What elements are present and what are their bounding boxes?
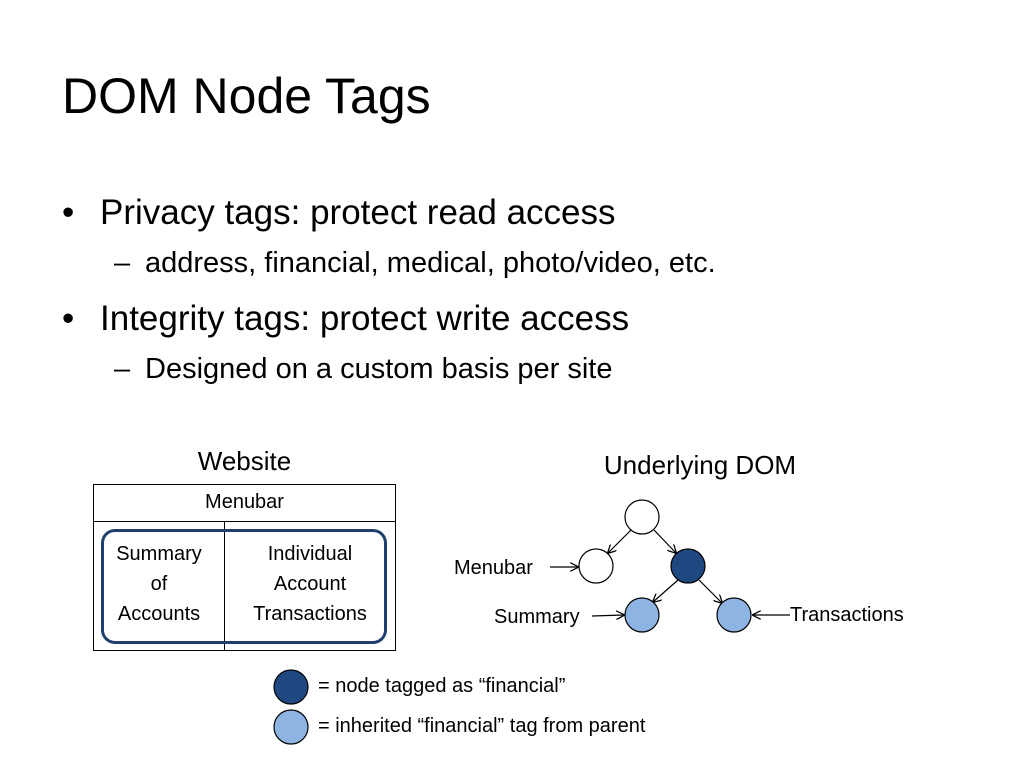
- dom-node-root: [624, 499, 660, 535]
- dom-label-transactions: Transactions: [790, 604, 904, 626]
- legend-tagged-text: = node tagged as “financial”: [318, 675, 566, 697]
- dom-label-menubar: Menubar: [454, 557, 533, 579]
- sub-bullet-glyph: –: [114, 353, 131, 385]
- legend-swatch-tagged: [273, 669, 309, 705]
- edge-content-to-transactions: [698, 579, 722, 603]
- bullet-list: • Privacy tags: protect read access – ad…: [62, 190, 982, 402]
- website-menubar: Menubar: [94, 485, 395, 522]
- bullet-text: Integrity tags: protect write access: [100, 299, 630, 338]
- sub-bullet-glyph: –: [114, 247, 131, 279]
- edge-root-to-content: [653, 529, 676, 553]
- website-summary-cell: Summary of Accounts: [94, 539, 224, 629]
- bullet-integrity-tags: • Integrity tags: protect write access: [62, 296, 982, 342]
- edge-root-to-menubar: [608, 529, 632, 553]
- summary-line: Summary: [116, 543, 202, 565]
- bullet-glyph: •: [62, 299, 75, 338]
- website-caption: Website: [197, 446, 292, 476]
- dom-node-menubar: [578, 548, 614, 584]
- dom-node-transactions: [716, 597, 752, 633]
- bullet-privacy-tags: • Privacy tags: protect read access: [62, 190, 982, 236]
- summary-line: Accounts: [117, 603, 201, 625]
- website-column-divider: [224, 521, 225, 650]
- dom-node-financial-tagged: [670, 548, 706, 584]
- sub-bullet-text: Designed on a custom basis per site: [145, 353, 613, 385]
- dom-node-summary: [624, 597, 660, 633]
- slide-title: DOM Node Tags: [62, 68, 431, 124]
- legend-inherited-text: = inherited “financial” tag from parent: [318, 715, 646, 737]
- dom-label-summary: Summary: [494, 606, 580, 628]
- sub-bullet-text: address, financial, medical, photo/video…: [145, 247, 716, 279]
- dom-caption: Underlying DOM: [603, 450, 797, 480]
- bullet-glyph: •: [62, 193, 75, 232]
- transactions-line: Account: [273, 573, 347, 595]
- summary-line: of: [150, 573, 168, 595]
- website-transactions-cell: Individual Account Transactions: [225, 539, 395, 629]
- sub-bullet-integrity-basis: – Designed on a custom basis per site: [62, 350, 982, 388]
- financial-region-highlight: [101, 529, 387, 644]
- transactions-line: Individual: [267, 543, 353, 565]
- transactions-line: Transactions: [253, 603, 367, 625]
- bullet-text: Privacy tags: protect read access: [100, 193, 616, 232]
- sub-bullet-privacy-examples: – address, financial, medical, photo/vid…: [62, 244, 982, 282]
- website-mockup: Menubar Summary of Accounts Individual A…: [93, 484, 396, 651]
- legend-swatch-inherited: [273, 709, 309, 745]
- edge-content-to-summary: [653, 579, 679, 602]
- summary-pointer-arrow: [591, 615, 624, 616]
